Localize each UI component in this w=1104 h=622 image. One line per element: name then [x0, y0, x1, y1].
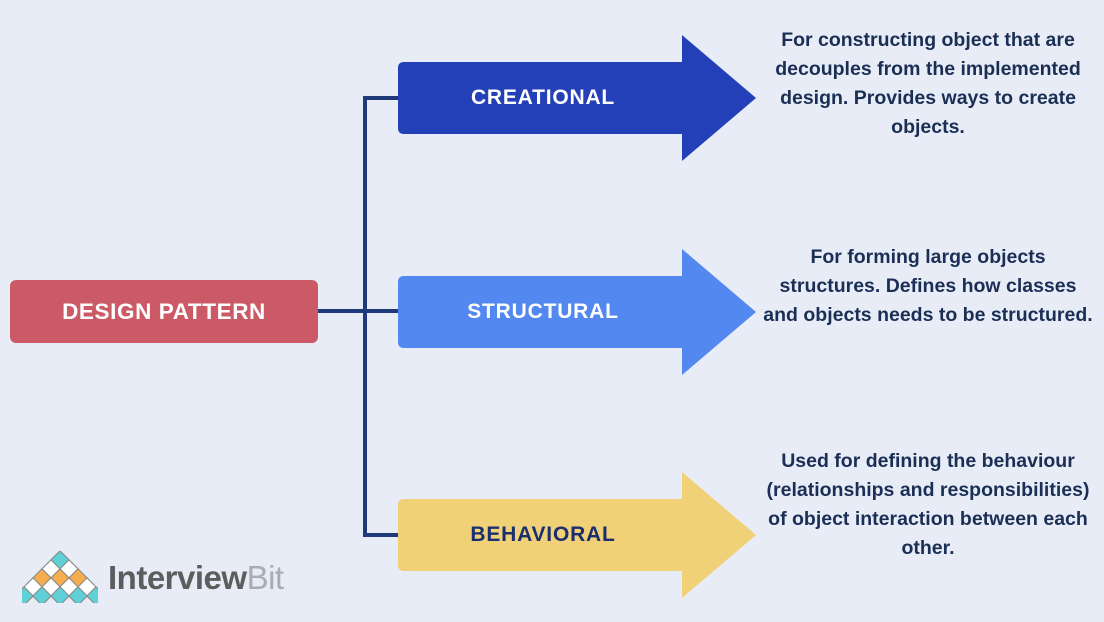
logo-text-secondary: Bit	[246, 558, 285, 596]
branch-arrow-structural[interactable]: STRUCTURAL	[398, 249, 756, 375]
branch-description-behavioral: Used for defining the behaviour (relatio…	[766, 450, 1090, 559]
arrow-shape-behavioral	[398, 472, 756, 598]
root-node-label: DESIGN PATTERN	[62, 298, 266, 324]
interviewbit-logo-text: InterviewBit	[108, 561, 284, 594]
interviewbit-logo-mark-icon	[22, 551, 98, 603]
branch-description-structural: For forming large objects structures. De…	[763, 246, 1093, 326]
interviewbit-logo[interactable]: InterviewBit	[22, 548, 284, 606]
root-node-design-pattern[interactable]: DESIGN PATTERN	[10, 280, 318, 343]
arrow-shape-structural	[398, 249, 756, 375]
logo-text-primary: Interview	[108, 558, 247, 596]
branch-arrow-behavioral[interactable]: BEHAVIORAL	[398, 472, 756, 598]
arrow-shape-creational	[398, 35, 756, 161]
branch-arrow-creational[interactable]: CREATIONAL	[398, 35, 756, 161]
branch-description-creational: For constructing object that are decoupl…	[775, 29, 1081, 138]
